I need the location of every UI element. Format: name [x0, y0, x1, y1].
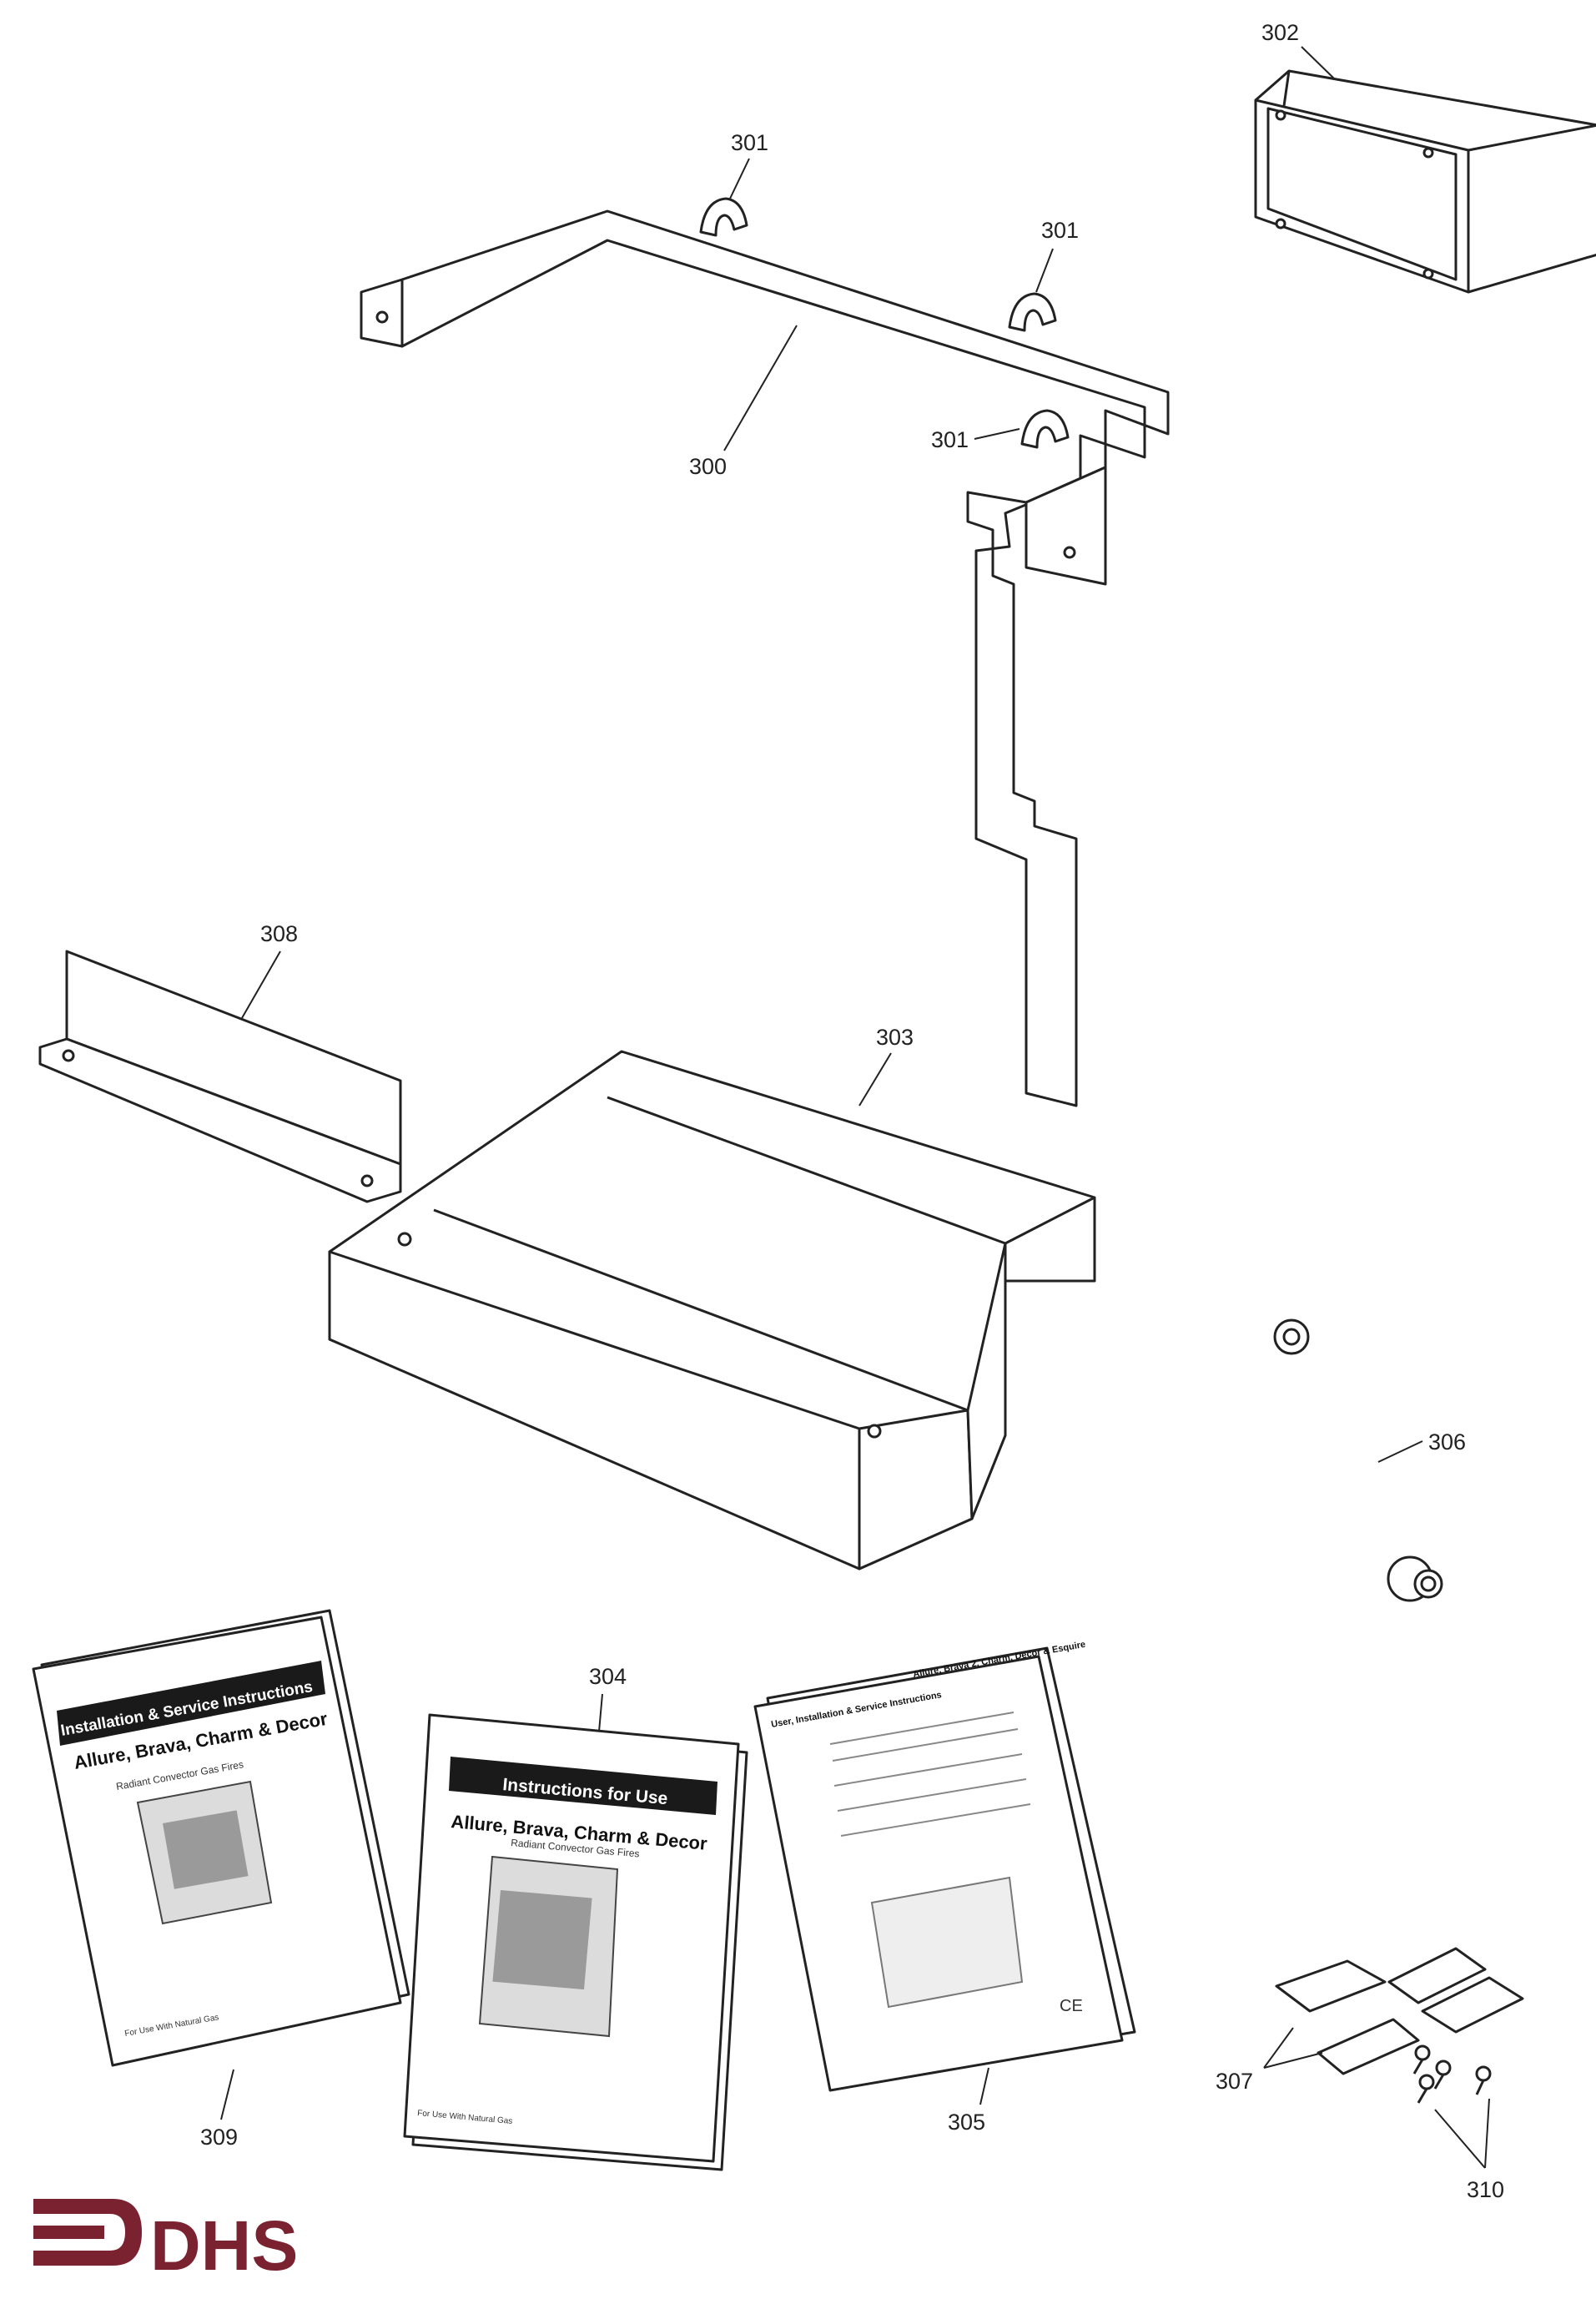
callout-304: 304	[589, 1664, 627, 1689]
part-306-gas-pipe	[1273, 1318, 1443, 1602]
part-301-clip-c	[1020, 409, 1070, 449]
callout-305: 305	[948, 2110, 985, 2135]
part-309-installation-booklet: Installation & Service Instructions Allu…	[32, 1609, 410, 2067]
callout-302: 302	[1261, 20, 1299, 45]
callout-306: 306	[1428, 1429, 1466, 1455]
callout-303: 303	[876, 1025, 914, 1050]
part-301-clip-b	[1008, 292, 1057, 332]
callout-309: 309	[200, 2125, 238, 2150]
part-307-spacer-plates	[1275, 1947, 1524, 2075]
callout-310: 310	[1467, 2177, 1504, 2202]
callout-300: 300	[689, 454, 727, 479]
part-303-hood	[328, 1050, 1096, 1570]
fire-illustration	[870, 1876, 1024, 2009]
text-lines	[829, 1712, 1031, 1837]
callout-308: 308	[260, 921, 298, 946]
part-302-flue-box	[1254, 69, 1596, 294]
callout-301-lower: 301	[931, 427, 969, 452]
part-305-combined-booklet: User, Installation & Service Instruction…	[753, 1640, 1136, 2092]
logo-text: DHS	[150, 2206, 298, 2285]
part-304-user-booklet: Instructions for Use Allure, Brava, Char…	[403, 1713, 748, 2171]
part-308-angle-bracket	[38, 950, 402, 1203]
callout-307: 307	[1216, 2069, 1253, 2094]
fire-illustration	[136, 1780, 273, 1925]
ce-mark: CE	[1060, 1997, 1083, 2015]
callout-301-right: 301	[1041, 218, 1079, 243]
part-301-clip-a	[699, 197, 748, 237]
dhs-logo: DHS	[33, 2199, 298, 2285]
part-310-screws	[1412, 2044, 1492, 2104]
callout-301-top: 301	[731, 130, 768, 155]
fire-illustration	[478, 1855, 619, 2038]
part-300-bracket	[360, 209, 1170, 1107]
